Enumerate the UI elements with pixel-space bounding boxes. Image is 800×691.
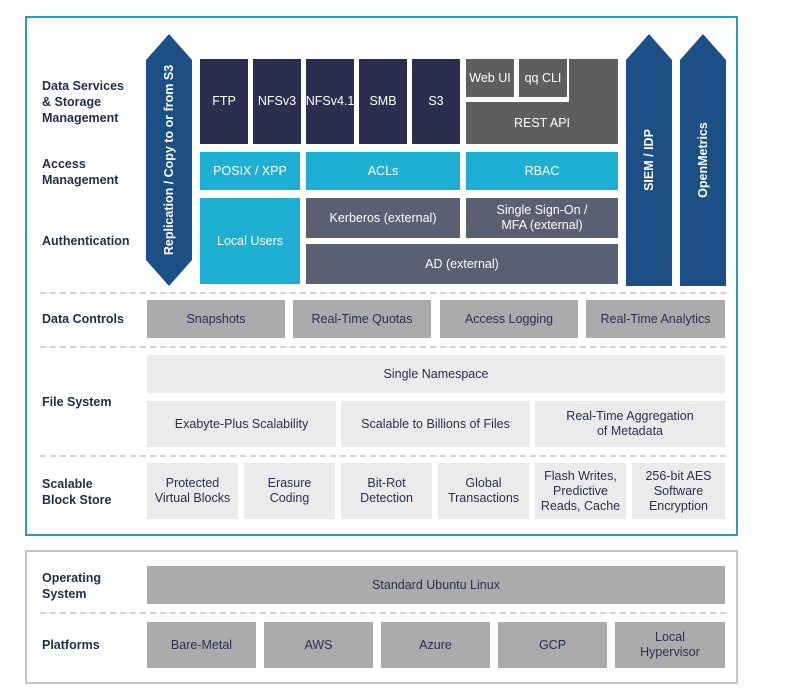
platform-bare-metal: Bare-Metal (147, 622, 256, 668)
real-time-quotas-box: Real-Time Quotas (293, 300, 431, 338)
bit-rot-detection-box: Bit-Rot Detection (341, 463, 432, 519)
protocol-smb: SMB (359, 59, 407, 144)
label-authentication: Authentication (42, 234, 130, 248)
rbac-box: RBAC (466, 152, 618, 190)
label-data-controls: Data Controls (42, 312, 124, 326)
platform-azure: Azure (381, 622, 490, 668)
replication-arrow: Replication / Copy to or from S3 (146, 34, 192, 286)
openmetrics-arrow-shape (680, 34, 726, 286)
label-block-store: Scalable Block Store (42, 477, 112, 507)
platform-local-hypervisor: Local Hypervisor (615, 622, 725, 668)
ubuntu-linux-box: Standard Ubuntu Linux (147, 566, 725, 604)
upper-stack-frame (25, 16, 738, 536)
real-time-analytics-box: Real-Time Analytics (586, 300, 725, 338)
openmetrics-arrow: OpenMetrics (680, 34, 726, 286)
siem-arrow-shape (626, 34, 672, 286)
siem-arrow-label: SIEM / IDP (642, 129, 656, 191)
replication-arrow-shape (146, 34, 192, 286)
lower-stack-frame (25, 550, 738, 684)
replication-arrow-label: Replication / Copy to or from S3 (162, 64, 176, 256)
metadata-aggregation-box: Real-Time Aggregation of Metadata (535, 401, 725, 447)
acls-box: ACLs (306, 152, 460, 190)
protocol-s3: S3 (412, 59, 460, 144)
protocol-nfsv3: NFSv3 (253, 59, 301, 144)
separator-1 (40, 292, 726, 294)
access-logging-box: Access Logging (440, 300, 578, 338)
erasure-coding-box: Erasure Coding (244, 463, 335, 519)
label-file-system: File System (42, 395, 112, 409)
local-users-box: Local Users (200, 198, 300, 284)
platform-gcp: GCP (498, 622, 607, 668)
separator-2 (40, 346, 726, 348)
flash-writes-box: Flash Writes, Predictive Reads, Cache (535, 463, 626, 519)
rest-api-block: REST API (466, 59, 618, 144)
single-namespace-box: Single Namespace (147, 355, 725, 393)
protected-virtual-blocks-box: Protected Virtual Blocks (147, 463, 238, 519)
posix-xpp-box: POSIX / XPP (200, 152, 300, 190)
web-ui-box: Web UI (466, 59, 514, 97)
exabyte-scalability-box: Exabyte-Plus Scalability (147, 401, 336, 447)
openmetrics-arrow-label: OpenMetrics (696, 122, 710, 198)
global-transactions-box: Global Transactions (438, 463, 529, 519)
platform-aws: AWS (264, 622, 373, 668)
siem-arrow: SIEM / IDP (626, 34, 672, 286)
label-access-management: Access Management (42, 157, 119, 187)
sso-mfa-box: Single Sign-On / MFA (external) (466, 198, 618, 238)
label-operating-system: Operating System (42, 571, 102, 601)
aes-encryption-box: 256-bit AES Software Encryption (632, 463, 725, 519)
separator-4 (40, 612, 726, 614)
qq-cli-box: qq CLI (519, 59, 567, 97)
billions-files-box: Scalable to Billions of Files (341, 401, 530, 447)
label-data-services: Data Services & Storage Management (42, 79, 125, 125)
protocol-ftp: FTP (200, 59, 248, 144)
label-platforms: Platforms (42, 638, 100, 652)
ad-box: AD (external) (306, 244, 618, 284)
kerberos-box: Kerberos (external) (306, 198, 460, 238)
protocol-nfsv41: NFSv4.1 (306, 59, 354, 144)
snapshots-box: Snapshots (147, 300, 285, 338)
rest-api-shape (466, 59, 618, 144)
rest-api-label: REST API (513, 115, 571, 130)
separator-3 (40, 455, 726, 457)
